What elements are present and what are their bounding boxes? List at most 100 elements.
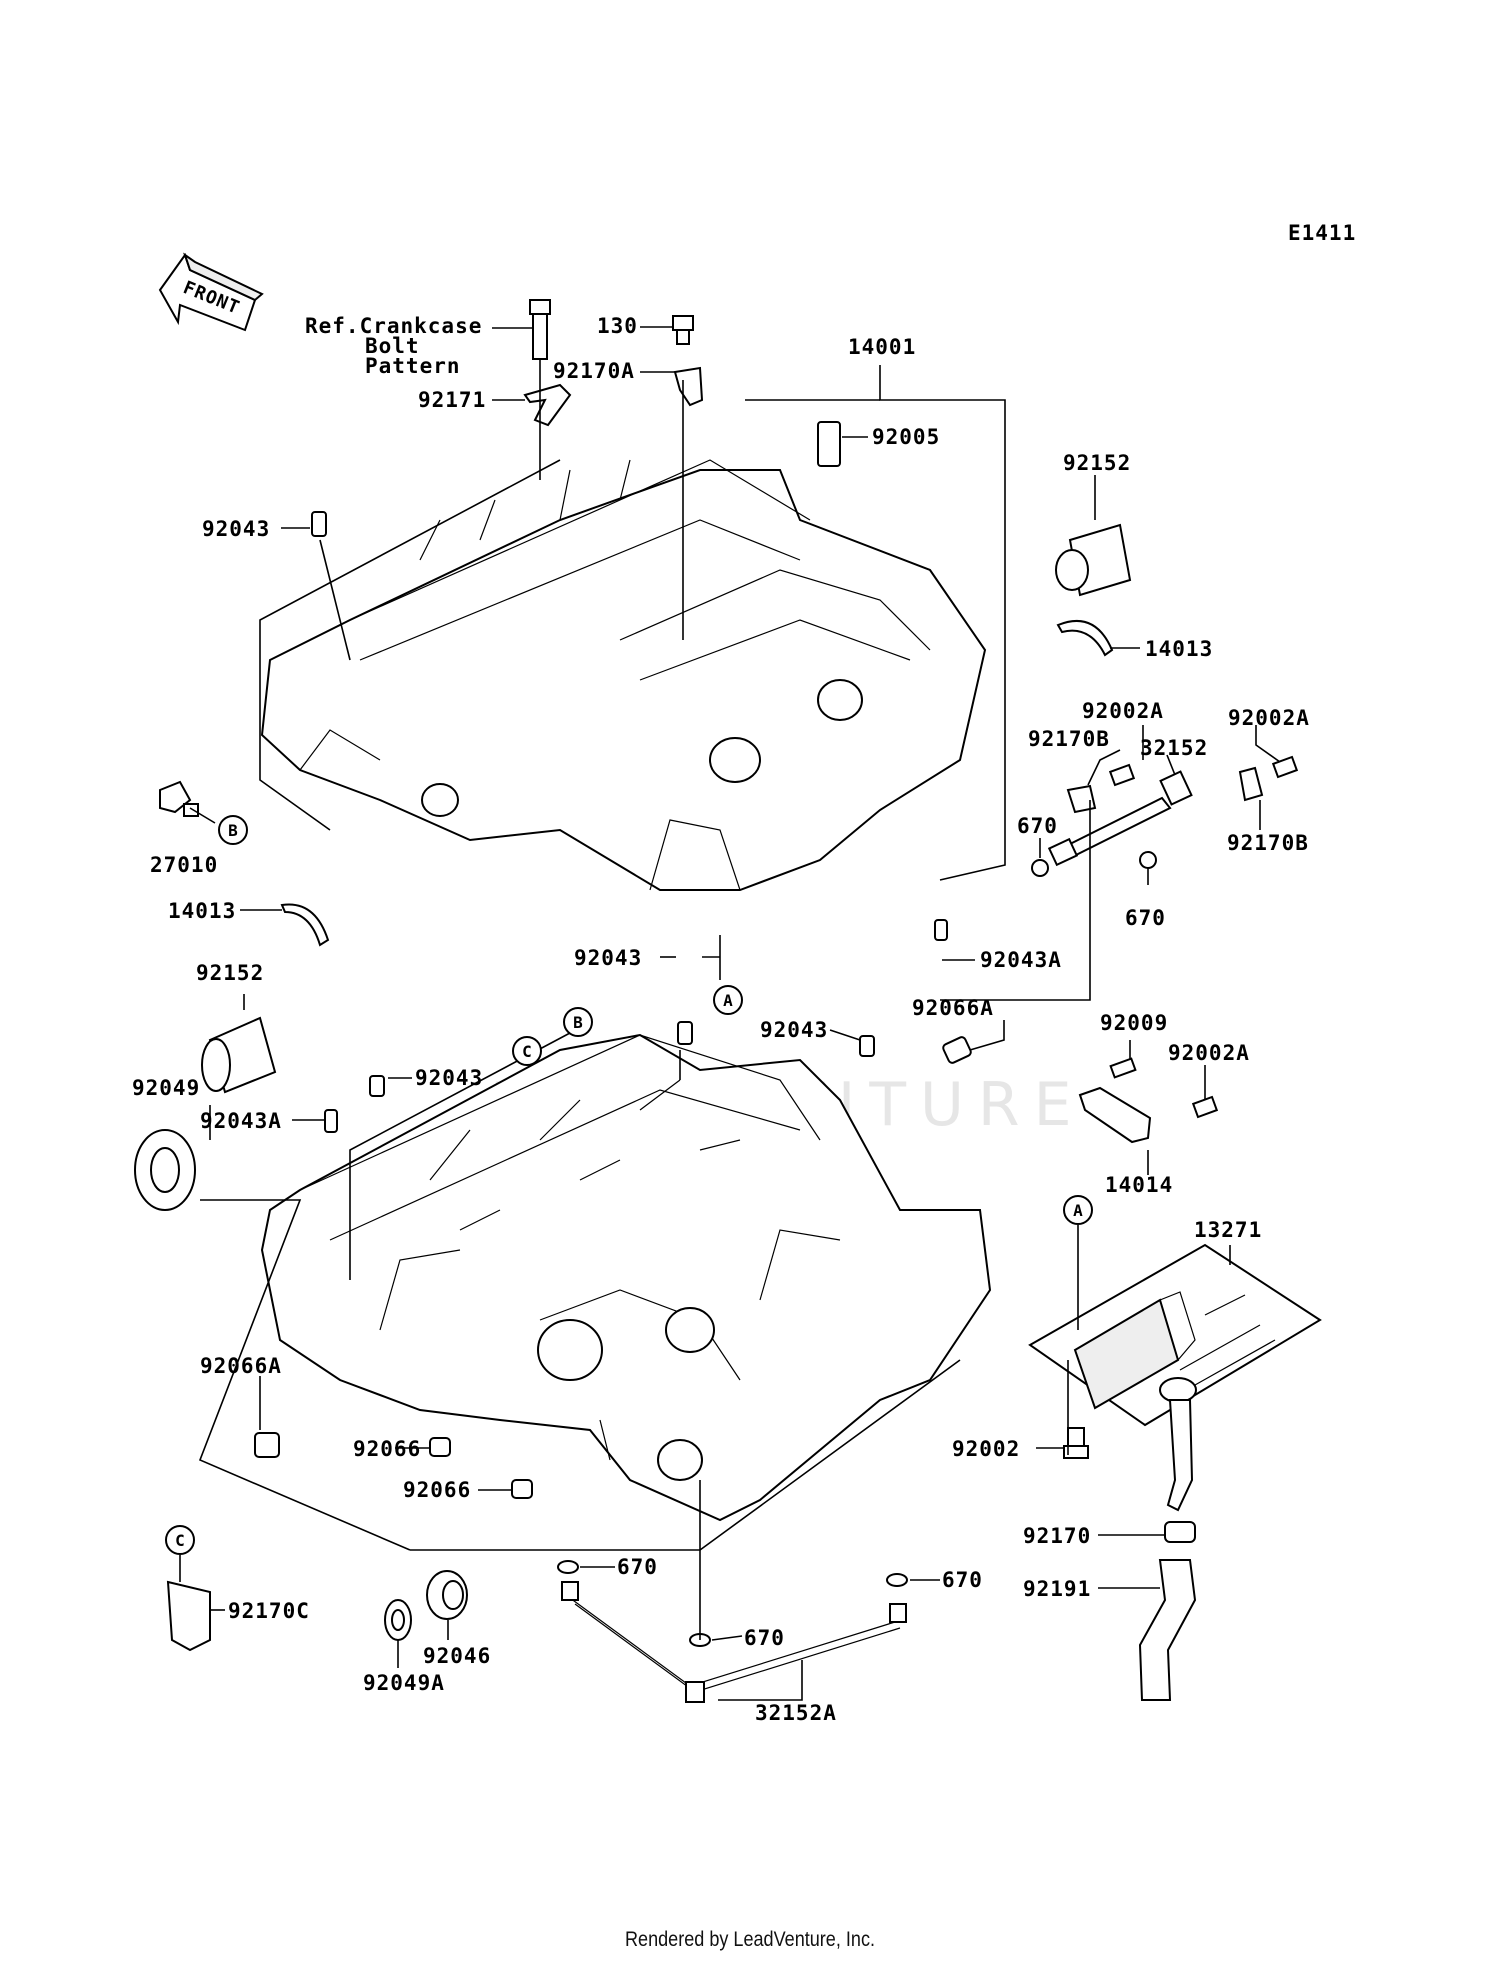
svg-text:A: A [723,991,733,1010]
label-92002A-1: 92002A [1082,699,1164,723]
label-14014: 14014 [1105,1173,1173,1197]
ref-note-line2: Bolt [365,334,420,358]
label-92002: 92002 [952,1437,1020,1461]
label-92152-upper: 92152 [1063,451,1131,475]
label-92170: 92170 [1023,1524,1091,1548]
footer-credit: Rendered by LeadVenture, Inc. [624,1928,876,1951]
o-ring-670-b1 [557,1560,579,1574]
label-92066-1: 92066 [353,1437,421,1461]
crankcase-bolt [529,299,551,360]
label-670-left: 670 [1017,814,1058,838]
label-92170B-2: 92170B [1227,831,1309,855]
clamp-92170A [673,366,704,407]
svg-text:B: B [228,821,238,840]
label-14013-right: 14013 [1145,637,1213,661]
label-92066-2: 92066 [403,1478,471,1502]
bracket-92171 [523,383,572,427]
label-92171: 92171 [418,388,486,412]
label-27010: 27010 [150,853,218,877]
bushing-92152-lower [201,1016,277,1094]
dowel-92043-center [859,1035,875,1057]
label-670-b1: 670 [617,1555,658,1579]
callout-C-bottom: C [165,1525,195,1555]
svg-text:C: C [175,1531,185,1550]
bushing-92152-upper [1055,523,1132,597]
label-92005: 92005 [872,425,940,449]
pipe-32152 [1047,770,1193,867]
part-92005 [817,421,841,467]
label-92043-mid: 92043 [574,946,642,970]
label-92152-lower: 92152 [196,961,264,985]
label-92066A-upper: 92066A [912,996,994,1020]
strainer-13271 [1028,1243,1322,1512]
lower-crankcase [260,1033,992,1522]
label-92170C: 92170C [228,1599,310,1623]
bearing-14013-right [1056,620,1114,657]
callout-C-mid: C [512,1036,542,1066]
diagram-code: E1411 [1288,221,1356,245]
callout-A-upper: A [713,985,743,1015]
clamp-92170 [1164,1521,1196,1543]
label-92043A-left: 92043A [200,1109,282,1133]
label-92043-lower: 92043 [415,1066,483,1090]
label-92170A: 92170A [553,359,635,383]
callout-A-strainer: A [1063,1195,1093,1225]
svg-text:B: B [573,1013,583,1032]
svg-text:C: C [522,1042,532,1061]
leader-lines [179,326,1281,1701]
pipe-32152A [561,1581,907,1703]
plug-92066A-upper [942,1036,972,1064]
seal-92049 [134,1129,196,1211]
bolt-130 [672,315,694,345]
label-92009: 92009 [1100,1011,1168,1035]
dowel-92043-lower [369,1075,385,1097]
label-92043-center: 92043 [760,1018,828,1042]
label-92049: 92049 [132,1076,200,1100]
part-labels: 130 14001 92170A 92171 92005 92152 92043… [132,314,1310,1725]
label-92049A: 92049A [363,1671,445,1695]
o-ring-670-right [1139,851,1157,869]
switch-27010 [159,780,199,817]
bolt-92002A-1 [1108,763,1136,787]
plug-92066-1 [429,1437,451,1457]
label-92002A-3: 92002A [1168,1041,1250,1065]
label-14013-left: 14013 [168,899,236,923]
plug-92066A-lower [254,1432,280,1458]
upper-crankcase [260,459,987,891]
bearing-14013-left [280,903,330,947]
label-92043-upper: 92043 [202,517,270,541]
screw-92009 [1109,1057,1137,1079]
label-92066A-lower: 92066A [200,1354,282,1378]
hose-92191 [1138,1559,1197,1701]
plate-14014 [1078,1086,1152,1144]
clamp-92170B-left [1066,784,1097,814]
bearing-92046 [426,1570,468,1620]
dowel-92043-mid [677,1021,693,1045]
bolt-92002A-3 [1191,1095,1219,1119]
label-92002A-2: 92002A [1228,706,1310,730]
callout-B-mid: B [563,1007,593,1037]
ref-note-line3: Pattern [365,354,461,378]
label-32152A: 32152A [755,1701,837,1725]
label-92191: 92191 [1023,1577,1091,1601]
label-92046: 92046 [423,1644,491,1668]
dowel-92043A-left [324,1109,338,1133]
callout-B-right: B [218,815,248,845]
seal-92049A [384,1599,412,1641]
label-670-b2: 670 [942,1568,983,1592]
clamp-92170C [166,1580,211,1652]
dowel-92043-upper [311,511,327,537]
label-670-right: 670 [1125,906,1166,930]
bolt-92002 [1063,1427,1089,1459]
o-ring-670-left [1031,859,1049,877]
plug-92066-2 [511,1479,533,1499]
clamp-92170B-right [1238,766,1264,802]
label-13271: 13271 [1194,1218,1262,1242]
label-92170B-1: 92170B [1028,727,1110,751]
label-130: 130 [597,314,638,338]
label-32152: 32152 [1140,736,1208,760]
front-arrow-icon: FRONT [158,252,264,332]
ref-note-line1: Ref.Crankcase [305,314,482,338]
o-ring-670-b2 [886,1573,908,1587]
